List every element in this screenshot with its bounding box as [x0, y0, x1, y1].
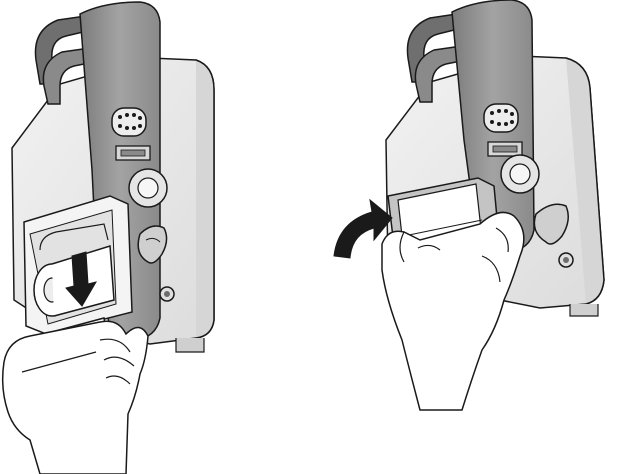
screw-icon	[160, 287, 174, 301]
panel-left	[3, 2, 214, 474]
slot-connector-icon	[116, 146, 150, 160]
round-knob-icon	[129, 169, 167, 207]
slot-connector-icon	[488, 142, 522, 156]
round-knob-icon	[501, 155, 539, 193]
panel-right	[334, 0, 604, 410]
connector-port-icon	[112, 108, 146, 136]
screw-icon	[559, 253, 573, 267]
connector-port-icon	[484, 104, 518, 132]
hand-icon	[382, 212, 524, 410]
hand-icon	[3, 321, 148, 474]
